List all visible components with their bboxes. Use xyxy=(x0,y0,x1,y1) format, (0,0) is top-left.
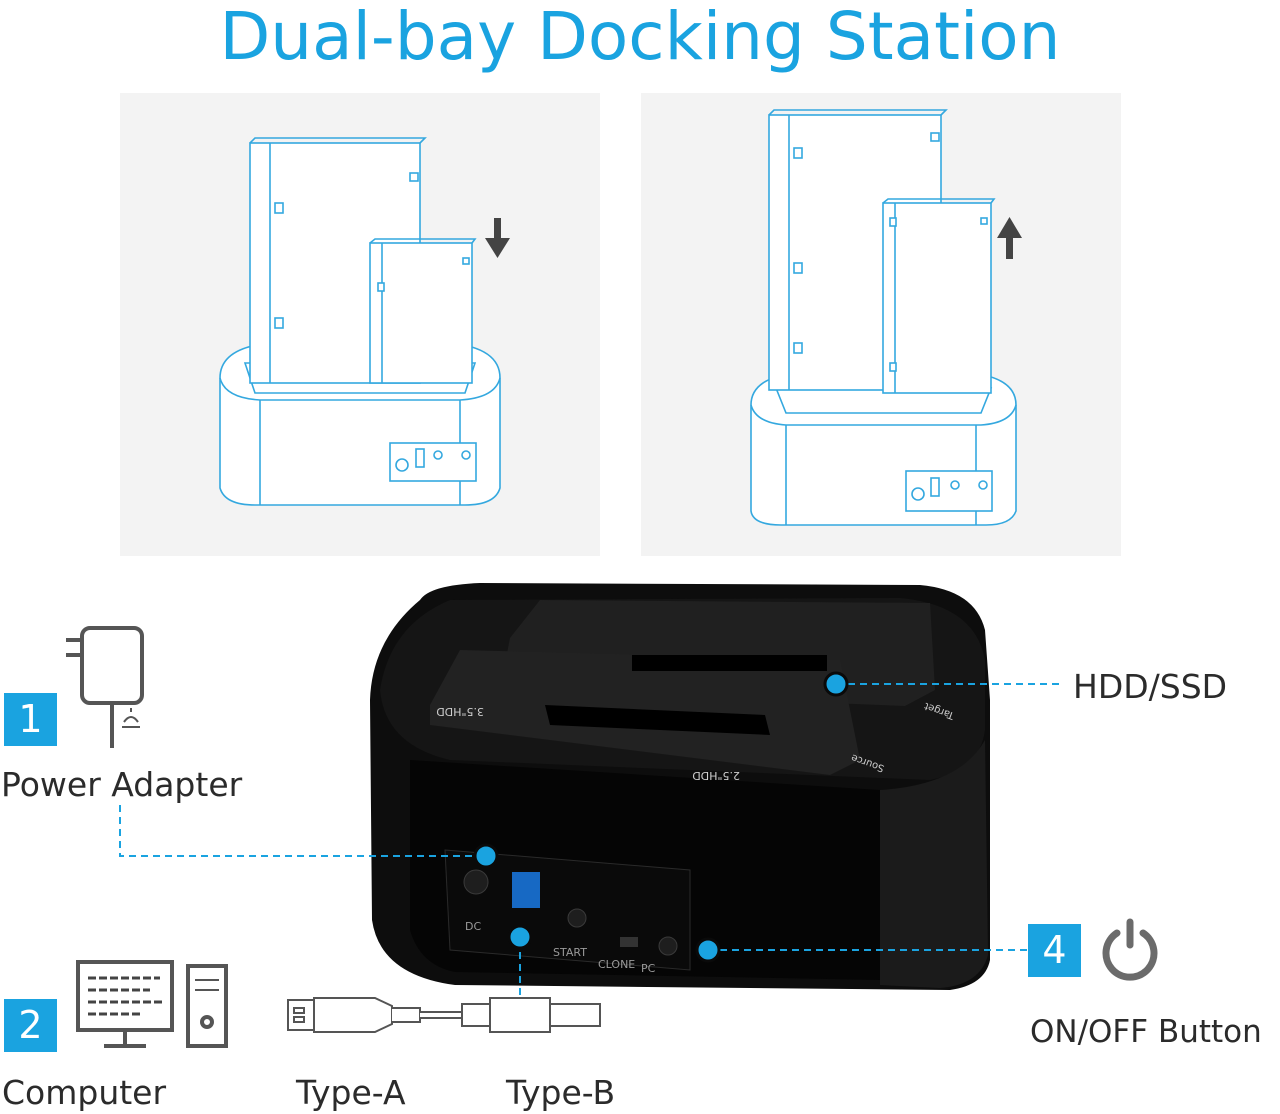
docking-station-device: DC START CLONE PC 2.5"HDD 3.5"HDD Source… xyxy=(370,583,990,990)
port-label-start: START xyxy=(553,946,587,959)
badge-number-4: 4 xyxy=(1028,924,1081,977)
power-adapter-label: Power Adapter xyxy=(1,765,243,804)
usb-cable-icon xyxy=(287,997,601,1033)
type-b-label: Type-B xyxy=(506,1073,616,1112)
computer-icon xyxy=(76,960,228,1048)
badge-number-1: 1 xyxy=(4,693,57,746)
port-label-dc: DC xyxy=(465,920,481,933)
callout-dots xyxy=(473,671,849,963)
page-title: Dual-bay Docking Station xyxy=(219,0,1061,75)
power-icon xyxy=(1102,918,1158,981)
remove-drives-illustration xyxy=(641,93,1121,556)
bay-marking-front: 2.5"HDD xyxy=(692,769,740,782)
type-a-label: Type-A xyxy=(296,1073,406,1112)
insert-drives-illustration xyxy=(120,93,600,556)
port-label-pc: PC xyxy=(641,962,656,975)
badge-number-2: 2 xyxy=(4,999,57,1052)
on-off-button-label: ON/OFF Button xyxy=(1030,1014,1262,1050)
computer-label: Computer xyxy=(2,1073,167,1112)
power-adapter-icon xyxy=(66,626,144,748)
bay-marking-back: 3.5"HDD xyxy=(436,705,484,718)
port-label-clone: CLONE xyxy=(598,958,635,971)
hdd-ssd-label: HDD/SSD xyxy=(1073,667,1228,706)
leader-lines xyxy=(119,683,1060,1030)
